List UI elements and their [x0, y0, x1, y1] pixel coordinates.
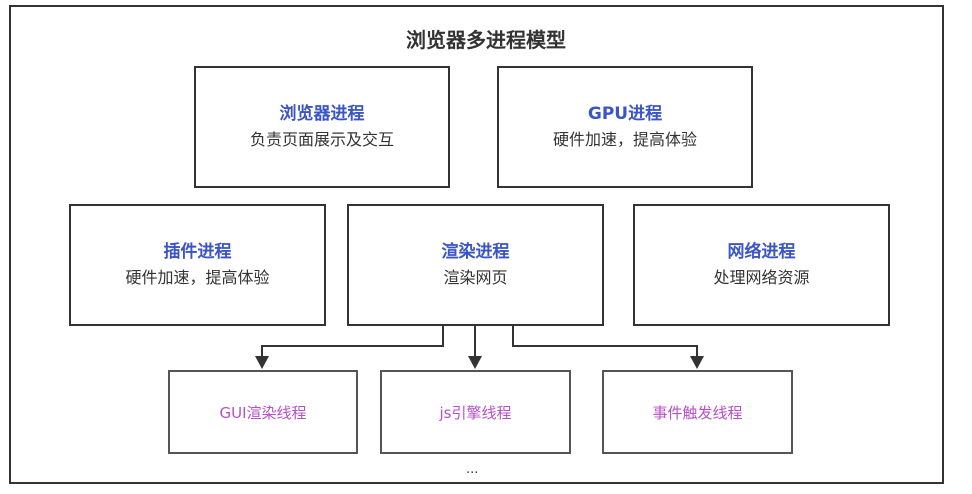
gpu-process-desc: 硬件加速，提高体验 — [552, 130, 697, 149]
render-process-box: 渲染进程 渲染网页 — [347, 204, 604, 326]
event-trigger-thread-box: 事件触发线程 — [602, 370, 793, 454]
arrow-to-event-thread — [512, 326, 698, 358]
plugin-process-box: 插件进程 硬件加速，提高体验 — [69, 204, 326, 326]
render-process-name: 渲染进程 — [441, 242, 510, 262]
gpu-process-name: GPU进程 — [587, 104, 663, 124]
browser-process-name: 浏览器进程 — [279, 104, 365, 124]
plugin-process-desc: 硬件加速，提高体验 — [125, 268, 270, 287]
arrow-to-gui-thread — [261, 326, 444, 358]
browser-process-box: 浏览器进程 负责页面展示及交互 — [194, 66, 450, 188]
diagram-title: 浏览器多进程模型 — [406, 28, 566, 52]
gpu-process-box: GPU进程 硬件加速，提高体验 — [497, 66, 753, 188]
plugin-process-name: 插件进程 — [163, 242, 232, 262]
network-process-box: 网络进程 处理网络资源 — [633, 204, 890, 326]
browser-process-desc: 负责页面展示及交互 — [249, 130, 394, 149]
arrowhead-gui — [255, 356, 269, 369]
network-process-name: 网络进程 — [727, 242, 796, 262]
arrowhead-event — [690, 356, 704, 369]
arrowhead-js — [468, 356, 482, 369]
more-threads-ellipsis: ... — [466, 462, 479, 477]
network-process-desc: 处理网络资源 — [713, 268, 810, 287]
js-engine-thread-box: js引擎线程 — [380, 370, 571, 454]
render-process-desc: 渲染网页 — [443, 268, 508, 287]
gui-render-thread-box: GUI渲染线程 — [168, 370, 358, 454]
